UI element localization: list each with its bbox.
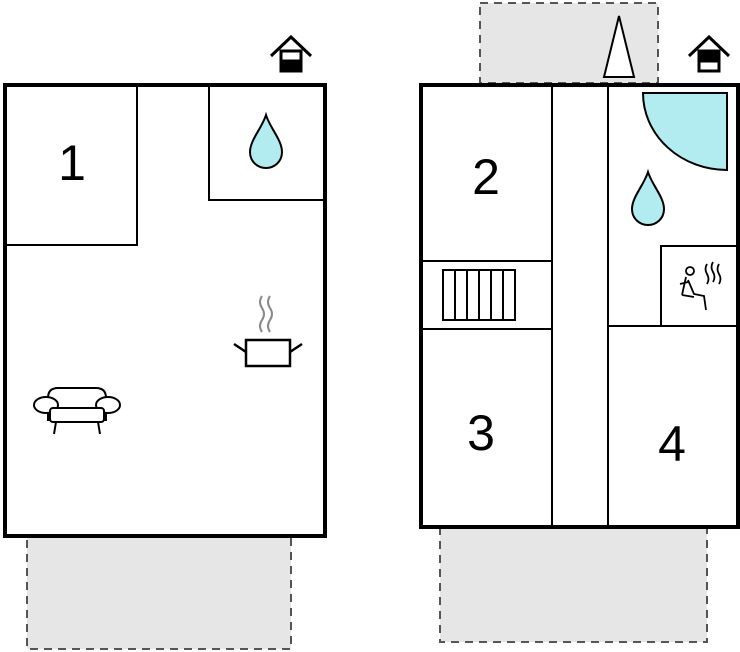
water-drop-icon [248,111,284,170]
room-3-label: 3 [467,405,495,461]
terrace-upper-floor-bottom [439,526,708,643]
ground-floor: 1 [3,34,327,538]
house-ground-floor-icon [269,34,313,73]
room-1 [4,84,138,246]
water-drop-icon [630,168,666,227]
room-3 [420,328,553,528]
room-1-label: 1 [58,135,86,191]
sofa-icon [33,387,121,435]
ground-floor-bathroom [208,84,326,201]
house-upper-floor-icon [687,34,731,73]
stairs-icon [442,269,516,321]
sauna-icon [679,261,722,311]
room-2-label: 2 [472,149,500,205]
terrace-upper-floor-top [479,2,659,84]
room-4-label: 4 [658,416,686,472]
shower-icon [641,92,728,172]
upper-floor: 2 3 4 [419,15,740,529]
cooking-pot-icon [233,295,303,368]
north-arrow-icon [602,15,636,78]
terrace-ground-floor [26,535,292,650]
room-4 [607,325,739,528]
